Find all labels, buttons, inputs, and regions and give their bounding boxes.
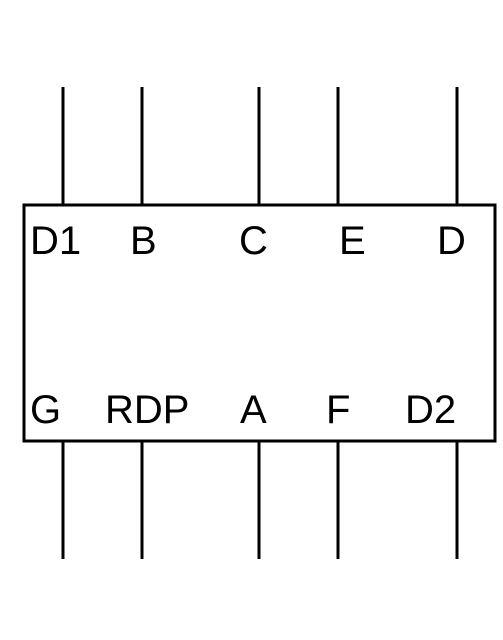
component-body <box>22 203 497 443</box>
top-pin-label-e: E <box>339 219 366 263</box>
bottom-pin-label-g: G <box>30 388 61 432</box>
bottom-pin-label-f: F <box>326 388 350 432</box>
top-pin-label-d1: D1 <box>30 219 81 263</box>
top-pin-label-c: C <box>239 219 268 263</box>
top-pin-label-b: B <box>130 219 157 263</box>
bottom-pin-label-rdp: RDP <box>105 388 189 432</box>
top-pin-label-d: D <box>437 219 466 263</box>
bottom-pin-label-d2: D2 <box>405 388 456 432</box>
bottom-pin-label-a: A <box>240 388 267 432</box>
